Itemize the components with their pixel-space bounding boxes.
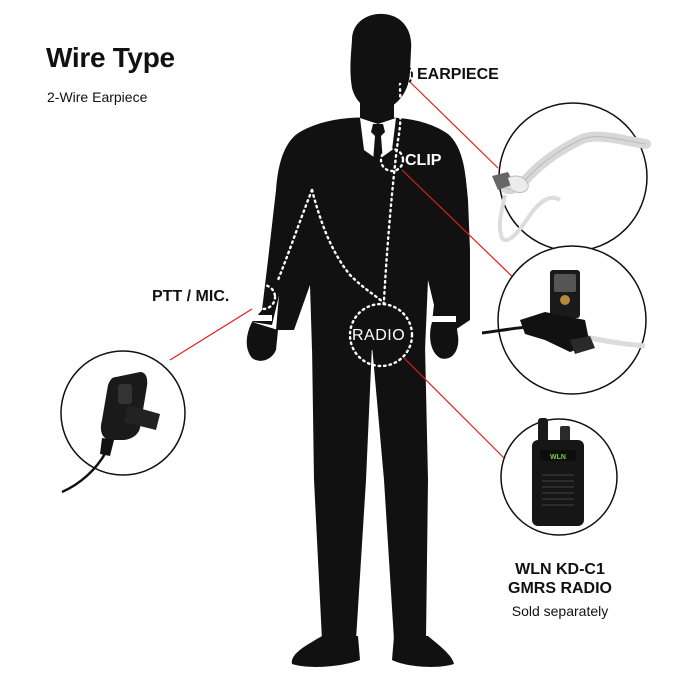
right-hand: [430, 322, 459, 359]
radio-antenna: [538, 418, 548, 442]
left-cuff: [248, 315, 272, 321]
ptt-clip: [124, 405, 160, 430]
right-cuff: [430, 316, 456, 322]
clip-marker: [379, 147, 405, 173]
acoustic-tube-lower: [497, 194, 562, 242]
product-caption: WLN KD-C1 GMRS RADIO Sold separately: [480, 560, 640, 619]
clip-jaw: [554, 274, 576, 292]
tie: [370, 124, 386, 210]
ptt-strain-relief: [100, 438, 114, 456]
clip-pivot: [560, 295, 570, 305]
product-type: GMRS RADIO: [508, 580, 612, 597]
radio-knob: [560, 426, 570, 442]
dotted-wires: [276, 82, 402, 306]
leader-clip: [401, 169, 521, 285]
clip-detail: [481, 245, 647, 395]
right-leg: [372, 345, 428, 640]
clip-label: CLIP: [405, 152, 442, 169]
leader-radio: [403, 357, 509, 463]
radio-display: [540, 450, 576, 461]
callout-circles: [249, 63, 414, 368]
radio-speaker-grille: [542, 474, 574, 506]
left-shoe: [291, 636, 360, 667]
ptt-mic-label: PTT / MIC.: [152, 288, 230, 305]
left-arm: [252, 132, 300, 325]
leader-ptt: [169, 308, 253, 361]
clip-strain-relief: [570, 336, 595, 354]
earpiece-detail: [492, 102, 651, 252]
page-subtitle: 2-Wire Earpiece: [47, 89, 148, 105]
earpiece-wire: [382, 82, 402, 302]
ptt-cable-bottom: [61, 451, 108, 494]
ptt-button: [118, 384, 132, 404]
neck: [360, 100, 394, 122]
earpiece-marker: [389, 63, 413, 87]
torso-wire-left: [310, 188, 387, 306]
radio-marker: [348, 302, 414, 368]
leader-lines: [169, 81, 521, 463]
leader-earpiece: [409, 81, 499, 169]
ptt-marker: [249, 283, 277, 311]
product-model: WLN KD-C1: [515, 561, 605, 578]
page-title: Wire Type: [46, 42, 175, 73]
ear-tip: [492, 172, 514, 190]
left-leg: [312, 345, 372, 640]
shirt-and-tie: [248, 118, 456, 322]
earpiece-label: EARPIECE: [417, 66, 499, 83]
right-shoe: [392, 636, 454, 667]
product-note: Sold separately: [511, 603, 609, 619]
right-arm: [432, 134, 467, 322]
ptt-detail: [60, 350, 186, 494]
ear-tip-tube: [507, 175, 529, 193]
head: [350, 13, 412, 111]
left-hand: [246, 322, 278, 361]
radio-label: RADIO: [352, 327, 406, 344]
man-silhouette: [246, 13, 470, 667]
torso: [276, 117, 470, 350]
radio-detail: [500, 418, 618, 536]
